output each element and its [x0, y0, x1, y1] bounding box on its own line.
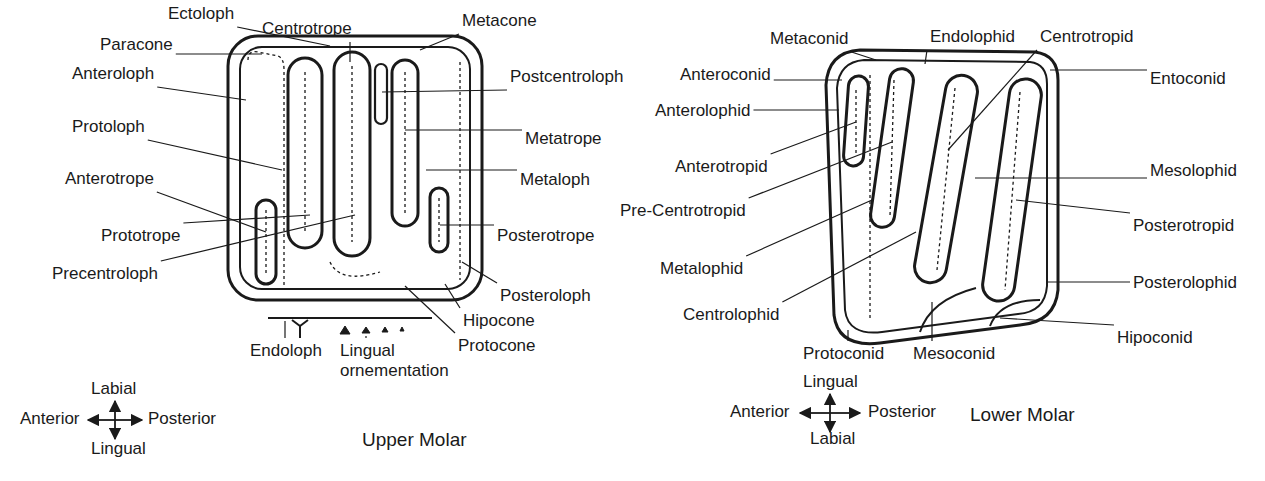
part-label: Metalophid: [660, 259, 743, 279]
leader-line: [782, 232, 916, 302]
part-label: Lingual: [803, 372, 858, 392]
upper-molar: [228, 36, 482, 338]
leader-line: [931, 302, 932, 341]
leader-line: [925, 50, 927, 64]
leader-line: [183, 215, 310, 223]
part-label: Anteroconid: [680, 65, 771, 85]
leader-line: [176, 53, 262, 54]
leader-line: [157, 87, 246, 100]
leader-line: [420, 34, 459, 50]
leader-line: [405, 129, 522, 130]
part-label: Mesoconid: [913, 344, 995, 364]
part-label: Metaconid: [770, 29, 848, 49]
part-label: Lingual: [91, 439, 146, 459]
part-label: Anterolophid: [655, 101, 750, 121]
part-label: Labial: [91, 379, 136, 399]
part-label: Lingual ornementation: [340, 341, 460, 381]
leader-line: [771, 122, 856, 154]
leader-line: [746, 200, 872, 256]
part-label: Anterotrope: [65, 169, 154, 189]
part-label: Posterolophid: [1133, 273, 1237, 293]
leader-line: [405, 286, 455, 333]
part-label: Metaloph: [520, 170, 590, 190]
part-label: Posterior: [868, 402, 936, 422]
part-label: Labial: [810, 429, 855, 449]
view-title: Lower Molar: [970, 404, 1075, 426]
part-label: Anteroloph: [72, 64, 154, 84]
part-label: Postcentroloph: [510, 67, 623, 87]
leader-line: [749, 142, 892, 198]
leader-line: [445, 284, 460, 308]
leader-line: [426, 169, 517, 170]
part-label: Posterotropid: [1133, 216, 1234, 236]
part-label: Mesolophid: [1150, 161, 1237, 181]
part-label: Anterotropid: [675, 157, 768, 177]
view-title: Upper Molar: [362, 429, 467, 451]
part-label: Protoloph: [72, 117, 145, 137]
lower-molar: [826, 50, 1058, 344]
part-label: Anterior: [20, 409, 80, 429]
part-label: Ectoloph: [168, 4, 234, 24]
leader-line: [462, 262, 497, 283]
leader-line: [284, 321, 285, 338]
leader-line: [382, 90, 507, 92]
leader-line: [774, 79, 842, 80]
part-label: Protoconid: [803, 344, 884, 364]
part-label: Endolophid: [930, 27, 1015, 47]
leader-line: [847, 330, 848, 341]
leader-lines: [148, 27, 1147, 341]
leader-line: [365, 336, 366, 338]
leader-line: [753, 109, 839, 110]
part-label: Protocone: [458, 336, 536, 356]
part-label: Posterior: [148, 409, 216, 429]
leader-line: [1000, 318, 1114, 325]
leader-line: [1016, 200, 1130, 213]
part-label: Endoloph: [250, 341, 322, 361]
leader-line: [349, 42, 350, 62]
part-label: Paracone: [100, 35, 173, 55]
part-label: Centrolophid: [683, 305, 779, 325]
leader-line: [440, 224, 494, 225]
leader-line: [1050, 69, 1147, 70]
part-label: Posterotrope: [497, 226, 594, 246]
part-label: Entoconid: [1150, 69, 1226, 89]
leader-line: [851, 52, 876, 60]
part-label: Precentroloph: [52, 264, 158, 284]
part-label: Hipocone: [463, 311, 535, 331]
part-label: Pre-Centrotropid: [620, 201, 746, 221]
leader-line: [1046, 281, 1130, 282]
leader-line: [161, 215, 355, 261]
part-label: Anterior: [730, 402, 790, 422]
leader-line: [148, 140, 282, 170]
part-label: Centrotrope: [262, 19, 352, 39]
part-label: Prototrope: [101, 226, 180, 246]
part-label: Hipoconid: [1117, 328, 1193, 348]
part-label: Metatrope: [525, 129, 602, 149]
part-label: Metacone: [462, 11, 537, 31]
part-label: Posteroloph: [500, 286, 591, 306]
leader-line: [975, 177, 1147, 178]
leader-line: [948, 50, 1037, 150]
part-label: Centrotropid: [1040, 27, 1134, 47]
orientation-cross: [88, 394, 860, 439]
